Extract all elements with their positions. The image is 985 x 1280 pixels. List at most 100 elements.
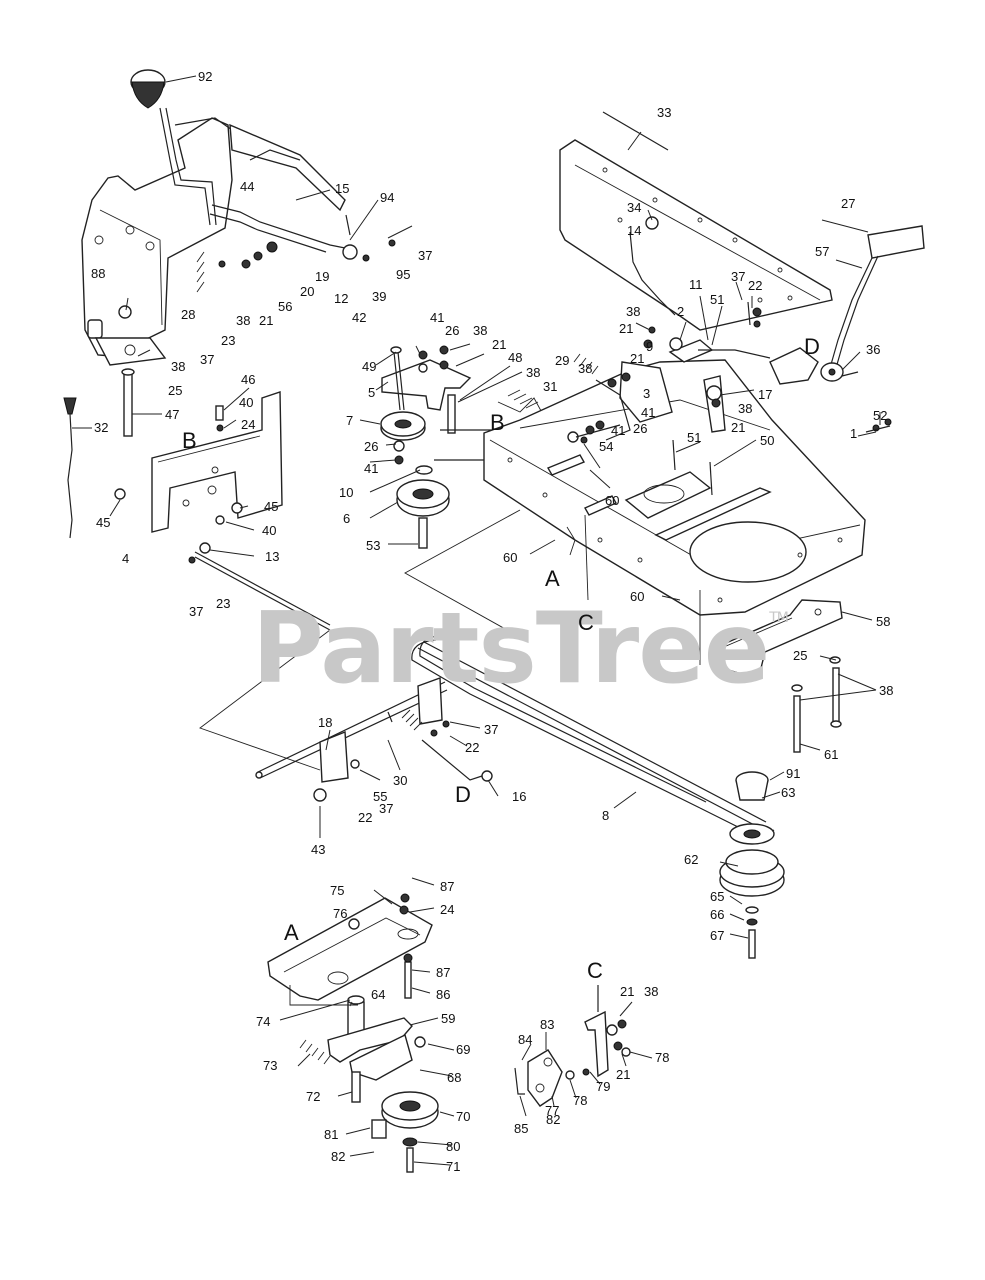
watermark-text: PartsTree <box>252 592 770 706</box>
part-callout: 20 <box>300 284 315 299</box>
part-callout: 87 <box>436 965 451 980</box>
reference-letter-b-left: B <box>182 428 197 453</box>
part-callout: 25 <box>793 648 808 663</box>
part-callout: 43 <box>311 842 326 857</box>
part-callout: 37 <box>731 269 746 284</box>
part-callout: 38 <box>879 683 894 698</box>
part-callout: 37 <box>200 352 215 367</box>
part-callout: 72 <box>306 1089 321 1104</box>
part-callout: 92 <box>198 69 213 84</box>
part-callout: 86 <box>436 987 451 1002</box>
part-callout: 56 <box>278 299 293 314</box>
part-callout: 38 <box>626 304 641 319</box>
part-callout: 58 <box>876 614 891 629</box>
part-callout: 69 <box>456 1042 471 1057</box>
part-callout: 31 <box>543 379 558 394</box>
part-callout: 45 <box>96 515 111 530</box>
part-callout: 65 <box>710 889 725 904</box>
reference-letter-b-center: B <box>490 410 505 435</box>
part-callout: 11 <box>689 277 703 292</box>
part-callout: 50 <box>760 433 775 448</box>
part-callout: 10 <box>339 485 354 500</box>
part-callout: 51 <box>710 292 725 307</box>
part-callout: 74 <box>256 1014 271 1029</box>
part-callout: 21 <box>731 420 746 435</box>
part-callout: 70 <box>456 1109 471 1124</box>
part-callout: 75 <box>330 883 345 898</box>
part-callout: 82 <box>331 1149 346 1164</box>
part-callout: 84 <box>518 1032 533 1047</box>
part-callout: 45 <box>264 499 279 514</box>
idler-bracket-assembly <box>267 893 439 1173</box>
part-callout: 76 <box>333 906 348 921</box>
part-callout: 9 <box>646 339 654 354</box>
part-callout: 71 <box>446 1159 461 1174</box>
part-callout: 87 <box>440 879 455 894</box>
reference-letter-c-center: C <box>578 610 594 635</box>
part-callout: 12 <box>334 291 349 306</box>
part-callout: 79 <box>596 1079 611 1094</box>
part-callout: 40 <box>262 523 277 538</box>
part-callout: 37 <box>418 248 433 263</box>
part-callout: 83 <box>540 1017 555 1032</box>
part-callout: 46 <box>241 372 256 387</box>
part-callout: 60 <box>630 589 645 604</box>
part-callout: 6 <box>343 511 351 526</box>
part-callout: 77 <box>545 1103 560 1118</box>
part-callout: 16 <box>512 789 527 804</box>
part-callout: 41 <box>430 310 445 325</box>
part-callout: 1 <box>850 426 858 441</box>
part-callout: 19 <box>315 269 330 284</box>
part-callout: 88 <box>91 266 106 281</box>
reference-letter-a-lower: A <box>284 920 299 945</box>
part-callout: 41 <box>641 405 656 420</box>
part-callout: 14 <box>627 223 642 238</box>
part-callout: 42 <box>352 310 367 325</box>
part-callout: 62 <box>684 852 699 867</box>
part-callout: 53 <box>366 538 381 553</box>
drive-pulley-assembly <box>719 771 785 959</box>
part-callout: 22 <box>358 810 373 825</box>
part-callout: 22 <box>748 278 763 293</box>
part-callout: 21 <box>259 313 274 328</box>
part-callout: 68 <box>447 1070 462 1085</box>
part-callout: 80 <box>446 1139 461 1154</box>
part-callout: 95 <box>396 267 411 282</box>
part-callout: 37 <box>379 801 394 816</box>
shift-bracket-assembly <box>81 69 396 366</box>
part-callout: 44 <box>240 179 255 194</box>
part-callout: 40 <box>239 395 254 410</box>
part-callout: 37 <box>189 604 204 619</box>
part-callout: 24 <box>241 417 256 432</box>
reference-letter-d-lower: D <box>455 782 471 807</box>
part-callout: 67 <box>710 928 725 943</box>
part-callout: 8 <box>602 808 610 823</box>
part-callout: 54 <box>599 439 614 454</box>
part-callout: 38 <box>578 361 593 376</box>
part-callout: 61 <box>824 747 839 762</box>
part-callout: 66 <box>710 907 725 922</box>
leader-lines <box>72 75 881 1166</box>
part-callout: 13 <box>265 549 280 564</box>
part-callout: 41 <box>364 461 379 476</box>
part-callout: 21 <box>619 321 634 336</box>
part-callout: 18 <box>318 715 333 730</box>
part-callout: 2 <box>677 304 685 319</box>
part-callout: 85 <box>514 1121 529 1136</box>
part-callout: 41 <box>611 423 626 438</box>
lever-bracket-assembly <box>514 985 631 1107</box>
part-callout: 52 <box>873 408 888 423</box>
part-callout: 21 <box>620 984 635 999</box>
part-callout: 81 <box>324 1127 339 1142</box>
part-callout: 21 <box>630 351 645 366</box>
part-callout: 28 <box>181 307 196 322</box>
part-callout: 91 <box>786 766 801 781</box>
part-callout: 78 <box>655 1050 670 1065</box>
part-callout: 29 <box>555 353 570 368</box>
part-callout: 38 <box>473 323 488 338</box>
part-callout: 38 <box>171 359 186 374</box>
part-callout: 23 <box>216 596 231 611</box>
part-callout: 26 <box>445 323 460 338</box>
